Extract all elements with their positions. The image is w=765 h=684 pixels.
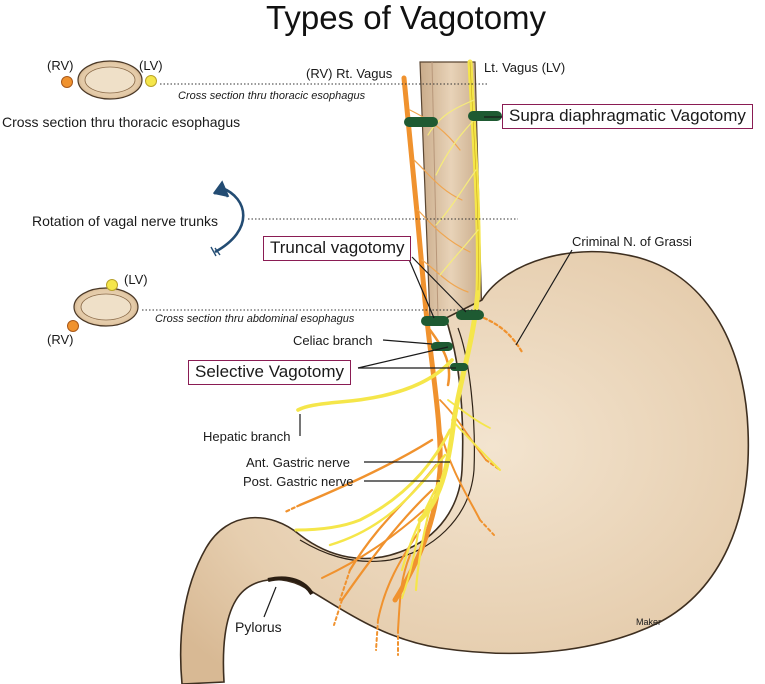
truncal-vagotomy-label: Truncal vagotomy (263, 236, 412, 261)
leader-lines (263, 116, 573, 618)
supra-diaphragmatic-vagotomy-label: Supra diaphragmatic Vagotomy (502, 104, 753, 129)
clamp-supra-right (404, 117, 438, 127)
ant-gastric-nerve-label: Ant. Gastric nerve (246, 455, 351, 470)
rv-label-thoracic: (RV) (47, 58, 74, 73)
lt-vagus-label: Lt. Vagus (LV) (484, 60, 566, 75)
lv-label-thoracic: (LV) (139, 58, 163, 73)
vagotomy-clamps (404, 111, 502, 371)
clamp-supra-left (468, 111, 502, 121)
hepatic-branch-label: Hepatic branch (203, 429, 291, 444)
clamp-truncal-left (456, 310, 484, 320)
post-gastric-nerve-label: Post. Gastric nerve (243, 474, 354, 489)
rv-dot-abdominal (67, 320, 79, 332)
clamp-selective (450, 363, 468, 371)
criminal-nerve-label: Criminal N. of Grassi (572, 234, 692, 249)
thoracic-caption-italic: Cross section thru thoracic esophagus (178, 90, 366, 102)
cross-section-abdominal (67, 279, 139, 332)
dotted-guide-lines (142, 83, 518, 311)
rv-dot-thoracic (61, 76, 73, 88)
rv-label-abdominal: (RV) (47, 332, 74, 347)
rotation-arrow (210, 180, 245, 257)
stomach (179, 250, 750, 684)
cross-section-thoracic (61, 60, 157, 100)
clamp-celiac (431, 342, 453, 351)
celiac-branch-label: Celiac branch (293, 333, 373, 348)
lv-label-abdominal: (LV) (124, 272, 148, 287)
abdominal-caption-italic: Cross section thru abdominal esophagus (155, 313, 355, 325)
page-title: Types of Vagotomy (266, 0, 547, 36)
rotation-label: Rotation of vagal nerve trunks (32, 213, 218, 229)
maker-label: Maker (636, 617, 662, 627)
pylorus-label: Pylorus (235, 619, 282, 635)
lv-dot-thoracic (145, 75, 157, 87)
left-vagus-nerve (294, 59, 501, 599)
thoracic-caption: Cross section thru thoracic esophagus (2, 114, 241, 130)
lv-dot-abdominal (106, 279, 118, 291)
clamp-truncal-right (421, 316, 449, 326)
rt-vagus-label: (RV) Rt. Vagus (306, 66, 393, 81)
selective-vagotomy-label: Selective Vagotomy (188, 360, 351, 385)
